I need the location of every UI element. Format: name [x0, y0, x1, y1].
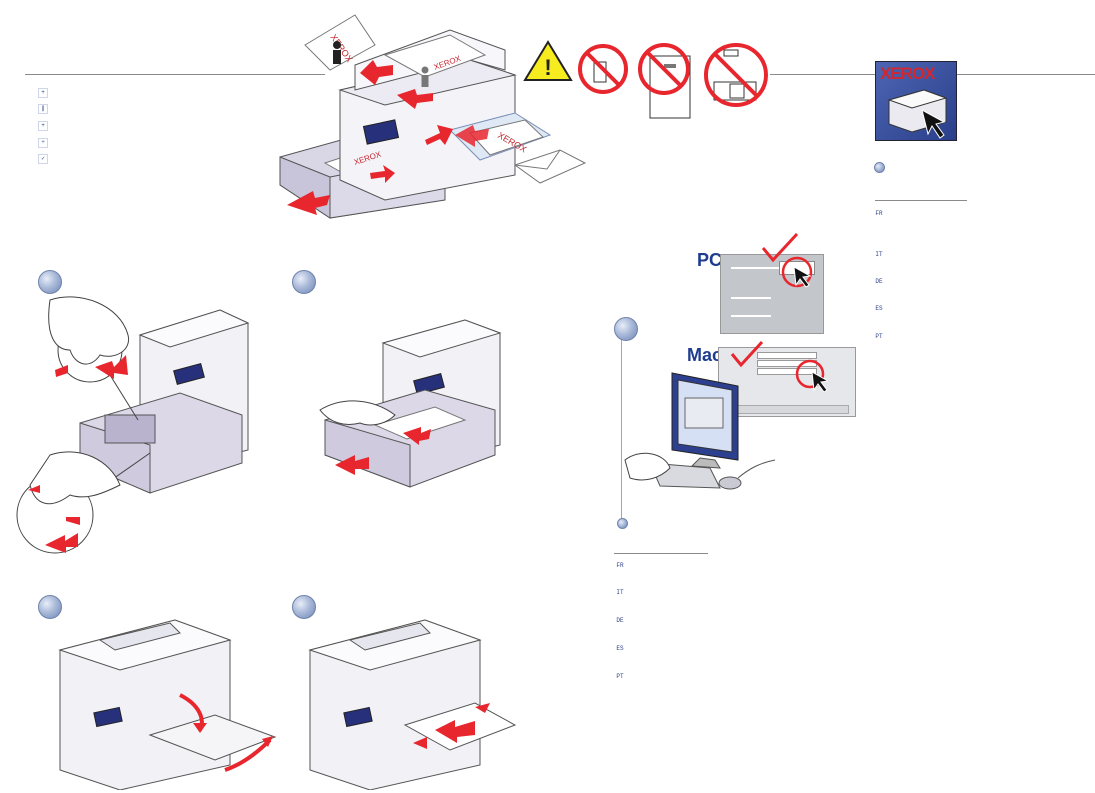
printer-cursor-icon	[887, 89, 948, 139]
mac-driver-dialog	[718, 347, 856, 417]
de-middle-icon[interactable]: DE	[616, 617, 624, 624]
load-paper-illustration	[319, 319, 502, 488]
step-5-guide-line	[621, 340, 622, 520]
load-bypass-paper-illustration	[308, 619, 517, 790]
it-middle-icon[interactable]: IT	[616, 589, 624, 596]
pt-right-icon[interactable]: PT	[875, 333, 883, 340]
pc-label: PC	[697, 250, 723, 270]
no-transparency-icon	[578, 44, 628, 94]
de-right-icon[interactable]: DE	[875, 278, 883, 285]
svg-text:!: !	[544, 55, 551, 80]
fr-icon[interactable]: +	[38, 88, 48, 98]
step-2-bullet	[292, 270, 316, 294]
pc-checkmark-icon	[761, 232, 799, 263]
pc-highlight-circle-icon	[781, 256, 813, 288]
step-5-bullet	[614, 317, 638, 341]
de-icon[interactable]: +	[38, 121, 48, 131]
no-labels-icon	[638, 43, 691, 119]
step-3-bullet	[38, 595, 62, 619]
warning-icon: !	[523, 40, 573, 81]
tray-guide-adjust-illustration	[16, 296, 250, 554]
pt-icon[interactable]: ✓	[38, 154, 48, 164]
xerox-logo-box: XEROX	[875, 61, 957, 141]
it-right-icon[interactable]: IT	[875, 251, 883, 258]
computer-workstation-illustration	[624, 372, 776, 490]
mac-checkmark-icon	[730, 340, 764, 368]
fr-middle-icon[interactable]: FR	[616, 562, 624, 569]
es-middle-icon[interactable]: ES	[616, 645, 624, 652]
step-1-bullet	[38, 270, 62, 294]
open-bypass-tray-illustration	[58, 619, 277, 790]
brand-logo: XEROX	[880, 64, 936, 83]
right-column-rule	[875, 200, 967, 201]
top-rule-left	[25, 74, 325, 75]
printer-paper-path-illustration: XEROX XEROX XEROX XEROX	[279, 14, 587, 219]
pt-middle-icon[interactable]: PT	[616, 673, 624, 680]
step-4-bullet	[292, 595, 316, 619]
pc-driver-dialog	[720, 254, 824, 334]
no-stapled-envelopes-icon	[704, 43, 768, 107]
fr-right-icon[interactable]: FR	[875, 210, 883, 217]
es-right-icon[interactable]: ES	[875, 305, 883, 312]
it-icon[interactable]: ∥	[38, 104, 48, 114]
es-icon[interactable]: ÷	[38, 138, 48, 148]
mac-label: Mac	[687, 345, 723, 365]
step-5-end-bullet	[617, 518, 628, 529]
mac-highlight-circle-icon	[795, 359, 828, 393]
right-column-bullet	[874, 162, 885, 173]
middle-column-rule	[614, 553, 708, 554]
